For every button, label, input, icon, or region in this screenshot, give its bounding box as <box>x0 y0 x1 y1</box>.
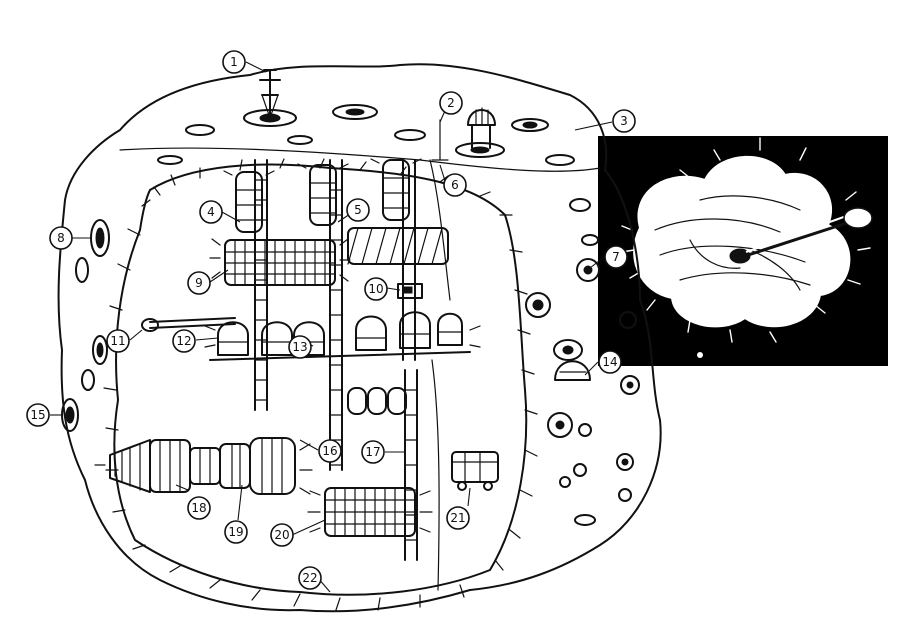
callout-1: 1 <box>222 50 246 74</box>
svg-text:13: 13 <box>292 340 307 354</box>
callout-10: 10 <box>364 277 388 301</box>
callout-13: 13 <box>288 335 312 359</box>
callout-6: 6 <box>443 173 467 197</box>
callout-15: 15 <box>26 403 50 427</box>
callout-12: 12 <box>172 329 196 353</box>
svg-text:14: 14 <box>602 355 617 369</box>
crosshatch-module-5 <box>347 227 449 265</box>
svg-text:9: 9 <box>195 276 203 290</box>
tank-row <box>347 387 407 415</box>
svg-text:2: 2 <box>447 96 455 110</box>
svg-text:5: 5 <box>354 203 362 217</box>
callout-4: 4 <box>199 200 223 224</box>
engine-assembly <box>109 437 296 495</box>
callout-20: 20 <box>270 523 294 547</box>
svg-text:7: 7 <box>612 250 620 264</box>
svg-text:20: 20 <box>274 528 289 542</box>
svg-text:3: 3 <box>620 114 628 128</box>
svg-text:1: 1 <box>230 55 238 69</box>
svg-text:22: 22 <box>302 571 317 585</box>
comet-streak <box>744 220 851 258</box>
svg-text:12: 12 <box>176 334 191 348</box>
callout-19: 19 <box>224 520 248 544</box>
callout-17: 17 <box>361 440 385 464</box>
svg-text:10: 10 <box>368 282 383 296</box>
callout-2: 2 <box>439 91 463 115</box>
svg-text:6: 6 <box>451 178 459 192</box>
cutaway-cavity-wall <box>113 163 528 596</box>
surface-dome-tower-2 <box>467 107 496 149</box>
callout-9: 9 <box>187 271 211 295</box>
dome-pod-row <box>209 311 471 361</box>
svg-text:18: 18 <box>191 501 206 515</box>
callout-18: 18 <box>187 496 211 520</box>
leader-lines <box>50 61 613 593</box>
hatched-module-20 <box>324 487 416 537</box>
callout-11: 11 <box>106 329 130 353</box>
svg-text:15: 15 <box>30 408 45 422</box>
callout-14: 14 <box>598 350 622 374</box>
control-box-10 <box>397 283 423 299</box>
svg-text:4: 4 <box>207 205 215 219</box>
svg-text:19: 19 <box>228 525 243 539</box>
upper-cylinder-modules <box>235 159 410 233</box>
callout-3: 3 <box>612 109 636 133</box>
callout-7: 7 <box>604 245 628 269</box>
svg-text:17: 17 <box>365 445 380 459</box>
svg-text:16: 16 <box>322 444 337 458</box>
callout-22: 22 <box>298 566 322 590</box>
svg-text:21: 21 <box>450 511 465 525</box>
callout-16: 16 <box>318 439 342 463</box>
hatched-module-9 <box>224 239 336 286</box>
surface-antenna-tower-1 <box>259 69 281 119</box>
surface-craters <box>61 104 640 526</box>
space-inset-panel <box>598 136 888 366</box>
callout-21: 21 <box>446 506 470 530</box>
svg-text:11: 11 <box>110 334 125 348</box>
svg-text:8: 8 <box>57 231 65 245</box>
callout-8: 8 <box>49 226 73 250</box>
rover-vehicle-21 <box>451 451 499 491</box>
callout-5: 5 <box>346 198 370 222</box>
